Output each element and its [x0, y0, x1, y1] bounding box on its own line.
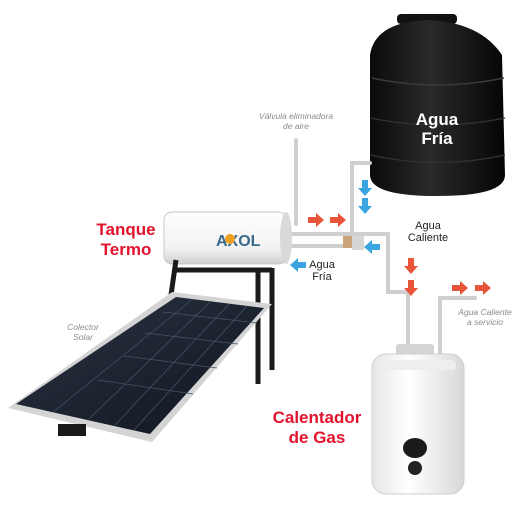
cold-water-tank-label: Agua Fría — [407, 110, 467, 148]
thermo-tank: AXOL — [163, 211, 292, 265]
cold-water-label-line1: Agua — [309, 259, 335, 271]
valve — [343, 236, 364, 250]
hot-water-service-label-line2: a servicio — [467, 317, 503, 327]
thermo-tank-label-line2: Termo — [100, 240, 152, 259]
hot-water-service-label: Agua Caliente a servicio — [448, 307, 522, 327]
cold-water-arrows — [290, 180, 380, 272]
gas-heater — [371, 344, 465, 495]
hot-water-label: Agua Caliente — [398, 220, 458, 244]
cold-water-label: Agua Fría — [300, 259, 344, 283]
tank-stand — [167, 259, 275, 384]
brand-logo: AXOL — [216, 233, 261, 250]
hot-water-label-line1: Agua — [415, 220, 441, 232]
thermo-tank-label-line1: Tanque — [96, 220, 156, 239]
hot-water-label-line2: Caliente — [407, 232, 449, 244]
hot-water-service-label-line1: Agua Caliente — [458, 307, 512, 317]
hot-water-arrows — [308, 213, 491, 296]
cold-water-label-line2: Fría — [312, 271, 332, 283]
solar-collector — [8, 292, 272, 442]
valve-label: Válvula eliminadora de aire — [244, 111, 348, 131]
cold-water-tank-label-line2: Fría — [421, 129, 453, 148]
gas-heater-label-line1: Calentador — [272, 408, 362, 427]
cold-water-tank-label-line1: Agua — [415, 110, 459, 129]
cold-water-tank — [370, 14, 506, 196]
thermo-tank-label: Tanque Termo — [86, 220, 166, 260]
valve-label-line2: de aire — [283, 121, 309, 131]
solar-collector-label-line1: Colector — [67, 322, 99, 332]
valve-label-line1: Válvula eliminadora — [258, 111, 334, 121]
solar-collector-label-line2: Solar — [73, 332, 93, 342]
gas-heater-label-line2: de Gas — [288, 428, 346, 447]
gas-heater-label: Calentador de Gas — [262, 408, 372, 448]
solar-collector-label: Colector Solar — [58, 322, 108, 342]
